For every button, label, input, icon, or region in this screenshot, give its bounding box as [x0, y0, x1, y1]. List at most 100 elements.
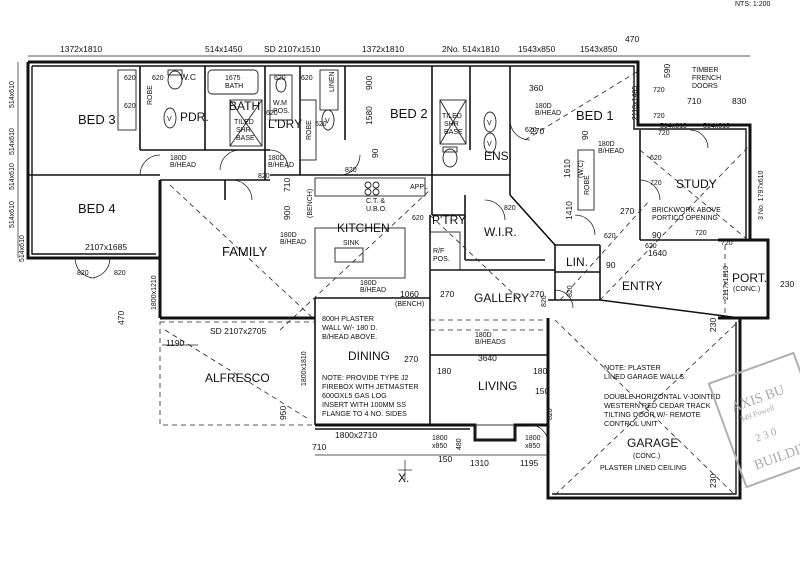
bulkhead-2b: B/HEAD [268, 162, 294, 169]
room-bed4: BED 4 [78, 201, 116, 216]
room-ldry: L'DRY [268, 117, 302, 131]
dim-820-a: 820 [345, 167, 357, 174]
bottom-win-b-1: 1800 [525, 435, 541, 442]
win-514-a: 514x610 [660, 123, 687, 130]
bulkhead-4b: B/HEAD [535, 110, 561, 117]
dim-710-top: 710 [687, 96, 701, 106]
dim-150: 150 [535, 386, 549, 396]
building-approval-stamp: AXIS BU 349 Powell 2 3 0 BUILDIN [707, 351, 800, 489]
win-1800-2710: 1800x2710 [335, 430, 377, 440]
room-wir: W.I.R. [484, 225, 517, 239]
dim-270-d: 270 [530, 289, 544, 299]
dim-820-b: 820 [258, 173, 270, 180]
brick-note-1: BRICKWORK ABOVE [652, 207, 721, 214]
dim-620-d: 620 [274, 75, 286, 82]
garage-note-1: NOTE: PLASTER [604, 363, 661, 372]
room-family: FAMILY [222, 244, 268, 259]
dim-1060: 1060 [400, 289, 419, 299]
room-ens: ENS. [484, 149, 512, 163]
room-dining: DINING [348, 349, 390, 363]
robe-label-1: ROBE [147, 85, 154, 105]
garage-door-3: TILTING DOOR W/- REMOTE [604, 410, 701, 419]
bulkhead-5b: B/HEAD [598, 148, 624, 155]
top-dim-2: SD 2107x1510 [264, 44, 321, 54]
bulkhead-3a: 180D [280, 232, 297, 239]
dim-830: 830 [732, 96, 746, 106]
sd-2107-2705: SD 2107x2705 [210, 326, 267, 336]
wm-pos-2: POS. [273, 108, 290, 115]
left-dim-2: 514x610 [9, 163, 16, 190]
wc-label: (W.C) [578, 160, 585, 178]
dim-90-a: 90 [370, 148, 380, 158]
rf-pos-2: POS. [433, 256, 450, 263]
firebox-note-2: FIREBOX WITH JETMASTER [322, 382, 419, 391]
room-living: LIVING [478, 379, 517, 393]
firebox-note-5: FLANGE TO 4 NO. SIDES [322, 409, 407, 418]
room-alfresco: ALFRESCO [205, 371, 270, 385]
appl-label: APPL [410, 184, 428, 191]
dim-180-a: 180 [437, 366, 451, 376]
room-study: STUDY [676, 177, 717, 191]
win-2117: 2117x1810 [723, 266, 730, 300]
linen-label: LINEN [329, 71, 336, 92]
sink-label: SINK [343, 240, 360, 247]
bulkhead-7b: B/HEADS [475, 339, 506, 346]
bulkhead-6a: 180D [360, 280, 377, 287]
rf-pos-1: R/F [433, 248, 444, 255]
left-dim-1: 514x610 [9, 128, 16, 155]
dim-230-b: 230 [708, 318, 718, 332]
dim-1610: 1610 [562, 159, 572, 178]
bottom-win-a-1: 1800 [432, 435, 448, 442]
dim-270-b: 270 [620, 206, 634, 216]
room-bed3: BED 3 [78, 112, 116, 127]
room-wc: W.C [180, 72, 196, 82]
dim-270-a: 270 [530, 126, 544, 136]
top-dim-1: 514x1450 [205, 44, 243, 54]
plaster-wall-3: B/HEAD ABOVE. [322, 332, 377, 341]
dim-620-f: 620 [315, 121, 327, 128]
dim-470: 470 [116, 311, 126, 325]
dim-3640: 3640 [478, 353, 497, 363]
tiled-shr-ens-3: BASE [444, 129, 463, 136]
bottom-dim-480: 480 [456, 438, 463, 450]
win-1797: 3 No. 1797x610 [758, 170, 765, 220]
bottom-dim-710: 710 [312, 442, 326, 452]
scale-label: NTS: 1:200 [735, 1, 771, 8]
stamp-line-3: 2 3 0 [754, 426, 779, 445]
bulkhead-5a: 180D [598, 141, 615, 148]
room-bath: BATH [229, 99, 260, 113]
tiled-shr-ens-1: TILED [442, 113, 462, 120]
dim-820-f: 820 [567, 285, 574, 297]
top-dim-0: 1372x1810 [60, 44, 102, 54]
dim-270-e: 270 [404, 354, 418, 364]
bottom-win-b-2: x850 [525, 443, 540, 450]
brick-note-2: PORTICO OPENING [652, 215, 718, 222]
room-garage: GARAGE [627, 436, 678, 450]
room-gallery: GALLERY [474, 291, 529, 305]
top-dim-6: 1543x850 [580, 44, 618, 54]
bath-size-2: BATH [225, 83, 243, 90]
garage-door-2: WESTERN RED CEDAR TRACK [604, 401, 711, 410]
dim-230-c: 230 [708, 474, 718, 488]
room-garage-sub: (CONC.) [633, 453, 660, 460]
dim-720-tr-b: 720 [653, 113, 665, 120]
bottom-dim-1310: 1310 [470, 458, 489, 468]
dim-620-l: 620 [650, 155, 662, 162]
dim-820-g: 820 [504, 205, 516, 212]
room-port-sub: (CONC.) [733, 286, 760, 293]
bench-label-2: (BENCH) [395, 301, 424, 308]
dim-90-d: 90 [652, 230, 662, 240]
dim-1580: 1580 [364, 106, 374, 125]
left-dim-4: 514x610 [19, 235, 26, 262]
bulkhead-1a: 180D [170, 155, 187, 162]
dim-950: 950 [278, 406, 288, 420]
left-dim-3: 514x610 [9, 201, 16, 228]
dim-710: 710 [282, 178, 292, 192]
bench-label-1: (BENCH) [307, 189, 314, 218]
room-port: PORT. [732, 271, 767, 285]
win-514-b: 514x610 [703, 123, 730, 130]
tiled-shr-1: TILED [234, 119, 254, 126]
dimension-lines [17, 55, 750, 480]
dim-90-b: 90 [580, 130, 590, 140]
